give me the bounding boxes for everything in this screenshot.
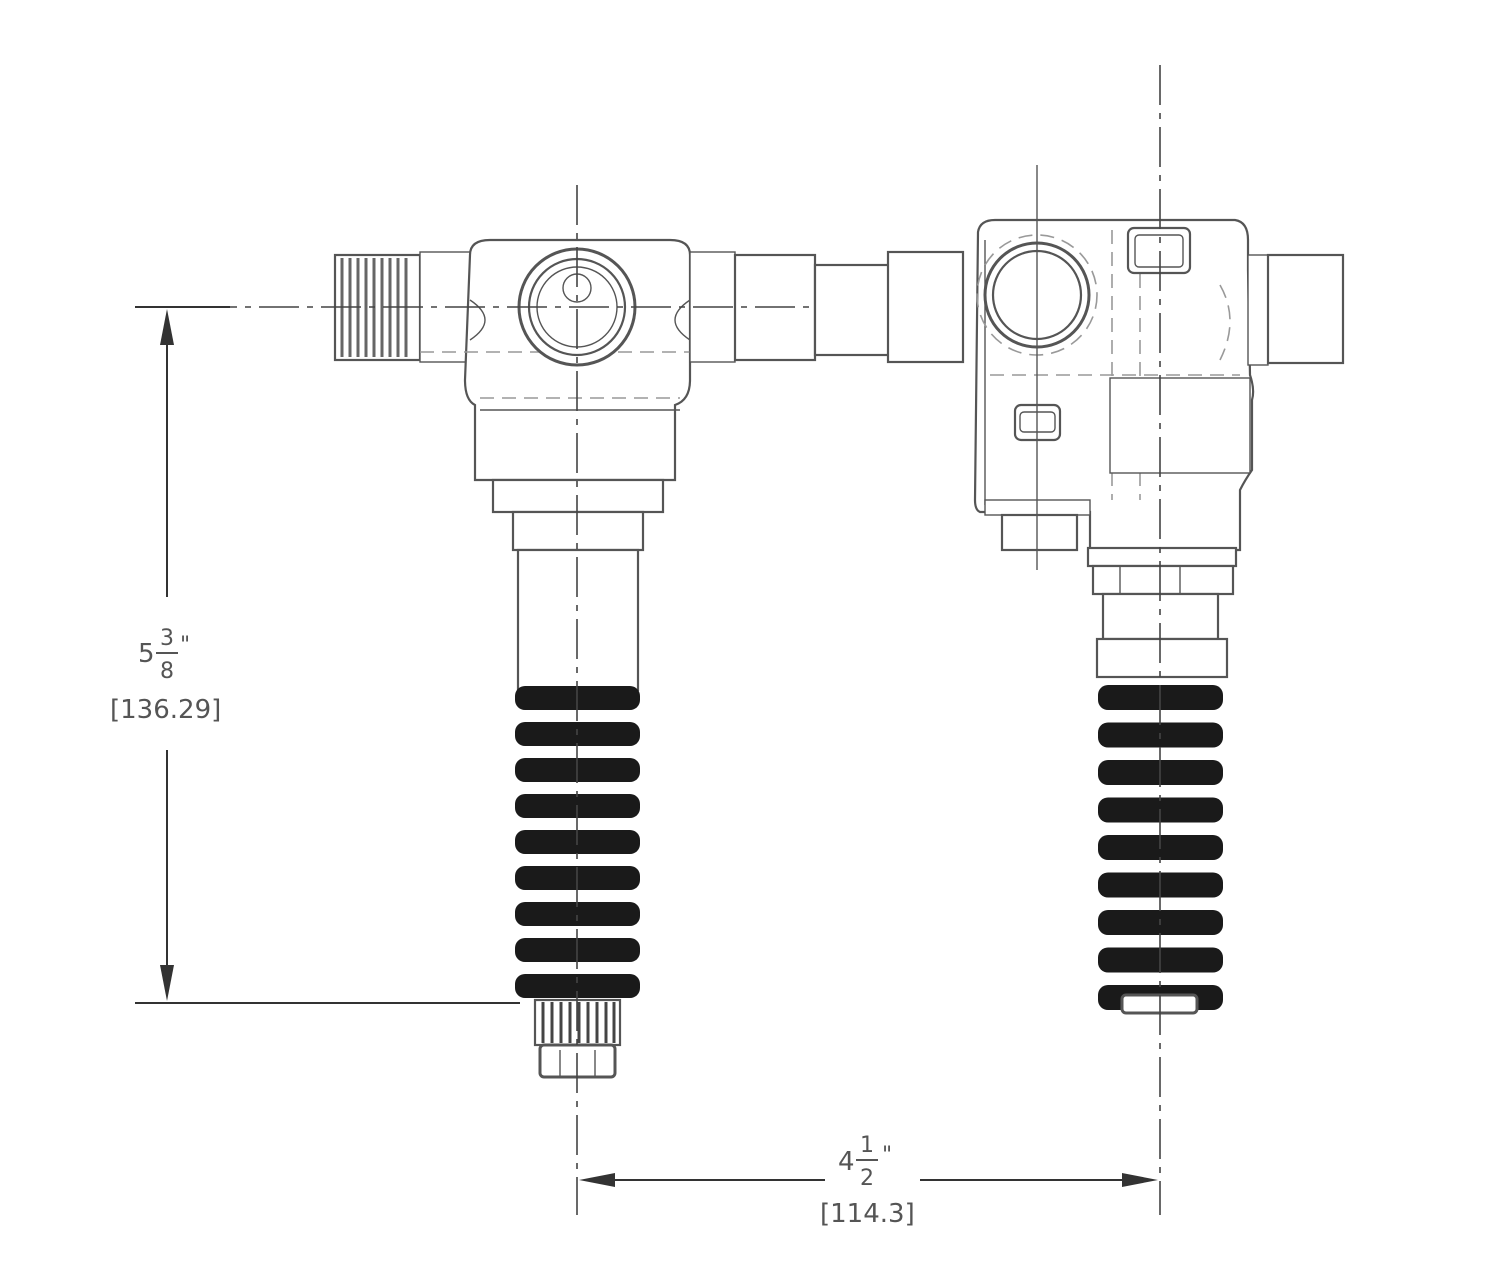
width-denominator: 2 (860, 1166, 874, 1191)
width-dimension: 4 1 2 " [114.3] (579, 1133, 1158, 1229)
connecting-pipe (813, 263, 892, 357)
height-denominator: 8 (160, 659, 174, 684)
width-numerator: 1 (860, 1133, 874, 1158)
height-metric: [136.29] (110, 695, 221, 725)
width-metric: [114.3] (820, 1199, 915, 1229)
fin (515, 902, 640, 926)
width-unit: " (882, 1143, 892, 1168)
valve-stem (516, 548, 640, 692)
fin (515, 974, 640, 998)
height-numerator: 3 (160, 626, 174, 651)
height-whole: 5 (138, 639, 155, 669)
front-view (135, 185, 820, 1215)
side-view (886, 65, 1345, 1215)
height-unit: " (180, 633, 190, 658)
width-whole: 4 (838, 1147, 855, 1177)
height-dimension: 5 3 8 " [136.29] (110, 306, 520, 1004)
